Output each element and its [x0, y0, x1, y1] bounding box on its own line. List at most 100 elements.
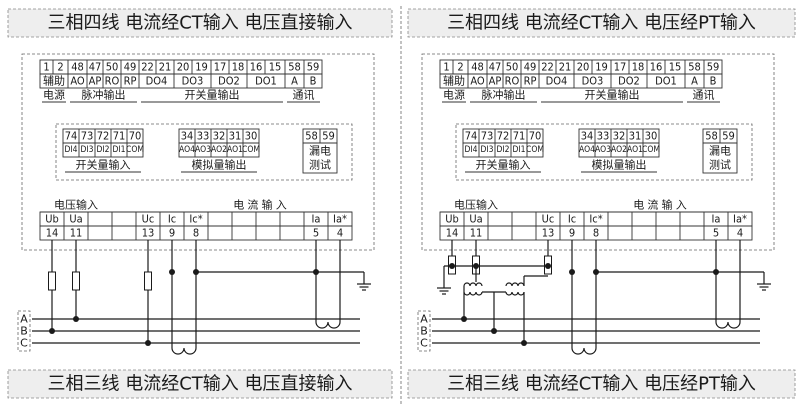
io-number: 70: [529, 130, 542, 143]
terminal-number: 18: [232, 61, 245, 74]
io-label-row: [578, 142, 660, 158]
terminal-group-label: 脉冲输出: [482, 88, 526, 102]
terminal-number: 17: [614, 61, 627, 74]
coil-arc: [517, 291, 525, 296]
phase-label-a: A: [20, 313, 28, 326]
terminal-label: DO4: [546, 75, 568, 88]
terminal-group-label: 通讯: [693, 89, 715, 102]
header-background: [7, 8, 393, 38]
measure-number: 14: [46, 227, 59, 240]
header-bottom-left: 三相三线 电流经CT输入 电压直接输入: [7, 369, 393, 399]
terminal-label: 辅助: [443, 74, 465, 88]
terminal-number: 21: [559, 61, 572, 74]
pt-transformer-2: [505, 282, 525, 296]
terminal-number: 50: [106, 61, 119, 74]
measure-group-label: 电 流 输 入: [233, 198, 286, 212]
io-outline: [55, 123, 353, 181]
io-label: COM: [642, 145, 660, 155]
measure-number: 14: [446, 227, 459, 240]
header-background: [407, 369, 796, 399]
header-background: [407, 8, 796, 38]
coil-arc: [469, 291, 477, 296]
terminal-number: 2: [57, 61, 63, 74]
node-pt: [449, 263, 455, 269]
header-title: 三相三线 电流经CT输入 电压直接输入: [47, 374, 352, 395]
fuse-ub: [48, 271, 56, 291]
io-number: 33: [597, 130, 610, 143]
io-number: 32: [213, 130, 226, 143]
io-label: DI3: [480, 145, 493, 155]
header-title: 三相四线 电流经CT输入 电压直接输入: [47, 13, 352, 34]
coil-arc: [463, 282, 471, 287]
leak-label: 漏电: [709, 145, 731, 158]
io-number: 73: [81, 130, 94, 143]
terminal-number: 20: [577, 61, 590, 74]
io-label: AO1: [227, 145, 243, 155]
terminal-label: RP: [124, 75, 137, 88]
terminal-number: 17: [214, 61, 227, 74]
leak-label: 漏电: [309, 145, 331, 158]
terminal-label: A: [291, 75, 298, 88]
terminal-label: A: [691, 75, 698, 88]
node-uc: [145, 340, 151, 346]
terminal-number: 48: [71, 61, 84, 74]
ct-ground: [357, 283, 371, 291]
terminal-group-label: 电源: [443, 88, 465, 102]
io-number: 32: [613, 130, 626, 143]
terminal-number: 50: [506, 61, 519, 74]
terminal-label: AP: [89, 75, 102, 88]
terminal-number: 58: [288, 61, 301, 74]
io-label: AO2: [211, 145, 227, 155]
leak-number: 59: [722, 130, 735, 143]
header-top-left: 三相四线 电流经CT输入 电压直接输入: [7, 8, 393, 38]
terminal-number: 19: [595, 61, 608, 74]
io-number: 31: [229, 130, 242, 143]
io-label: COM: [126, 145, 144, 155]
terminal-group-label: 开关量输出: [585, 88, 640, 102]
node-pt-b: [491, 328, 497, 334]
measure-number: 8: [193, 227, 199, 240]
measure-number: 11: [70, 227, 83, 240]
leak-number: 59: [322, 130, 335, 143]
io-label: AO4: [179, 145, 195, 155]
terminal-number: 1: [43, 61, 49, 74]
phase-label-box: [417, 310, 431, 352]
node-pt-a: [461, 316, 467, 322]
terminal-label: DO3: [182, 75, 204, 88]
io-number: 34: [581, 130, 594, 143]
coil-arc: [505, 282, 513, 287]
io-number: 74: [65, 130, 78, 143]
terminal-number: 16: [650, 61, 663, 74]
terminal-number: 19: [195, 61, 208, 74]
io-label-row: [178, 142, 260, 158]
measure-group-label: 电压输入: [54, 198, 98, 212]
terminal-group-label: 电源: [43, 88, 65, 102]
wiring: ABC: [17, 240, 371, 355]
io-number: 33: [197, 130, 210, 143]
measure-number: 9: [569, 227, 575, 240]
terminal-label: DO4: [146, 75, 168, 88]
io-label: AO1: [627, 145, 643, 155]
terminal-label: B: [310, 75, 317, 88]
ct-a-coil: [315, 321, 341, 329]
terminal-number: 58: [688, 61, 701, 74]
io-label: AO4: [579, 145, 595, 155]
leak-label-box: [702, 142, 738, 174]
terminal-group-label: 开关量输出: [185, 88, 240, 102]
leak-label-box: [302, 142, 338, 174]
measure-number: 5: [713, 227, 719, 240]
terminal-number: 22: [541, 61, 554, 74]
measure-group-label: 电 流 输 入: [633, 198, 686, 212]
leak-label: 测试: [309, 159, 331, 172]
io-label: DI2: [96, 145, 109, 155]
node-ua: [73, 316, 79, 322]
io-label: DI1: [512, 145, 525, 155]
measure-label: Uc: [142, 213, 155, 226]
measure-number: 13: [142, 227, 155, 240]
terminal-number: 47: [89, 61, 102, 74]
io-number: 72: [97, 130, 110, 143]
io-group-label: 模拟量输出: [592, 158, 647, 172]
